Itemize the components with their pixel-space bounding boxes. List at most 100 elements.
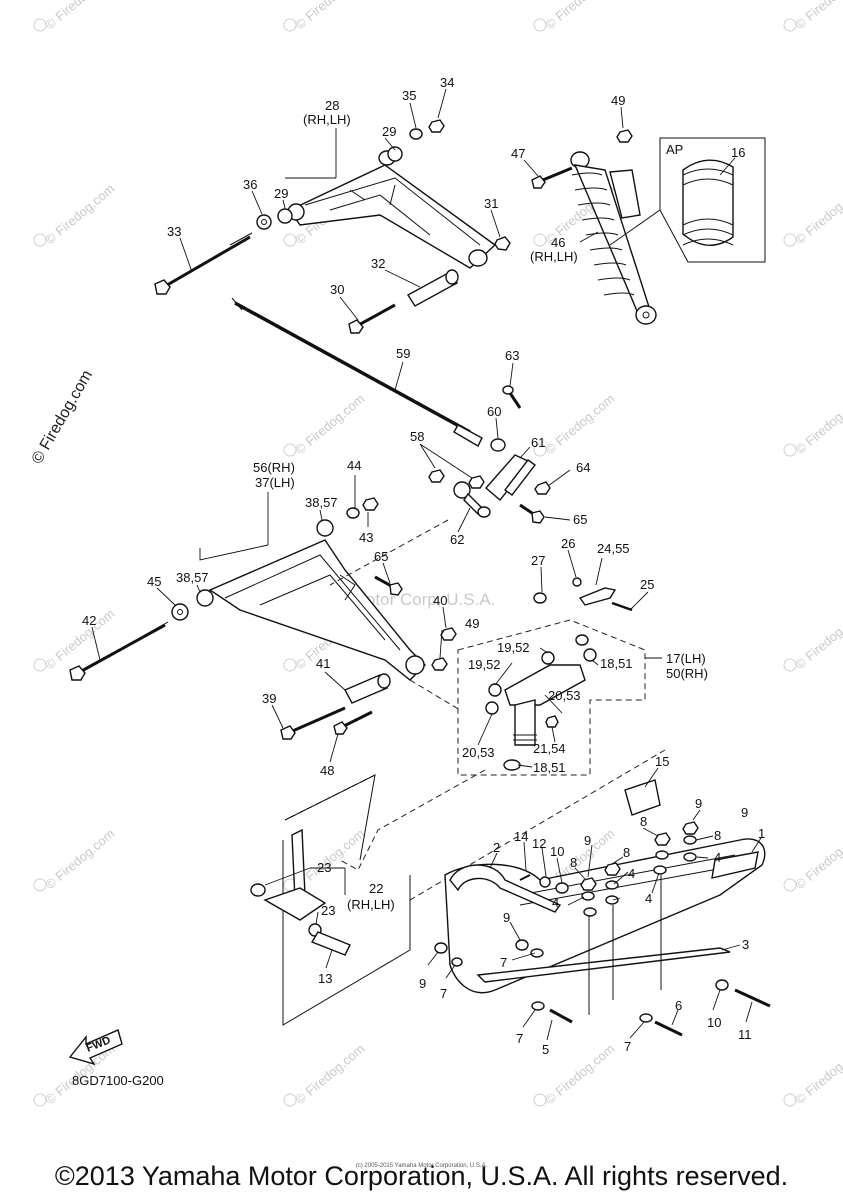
bolt-39 [280,706,346,740]
watermark-site-12: © Firedog.com [33,606,117,672]
nut-49-lower [431,657,448,671]
bolt-65-lower [374,575,403,596]
label-9b: 9 [741,805,748,820]
lower-a-arm [196,519,426,681]
watermark-site-20: © Firedog.com [283,1041,367,1107]
watermark-site-10: © Firedog.com [533,391,617,457]
svg-text:© Firedog.com: © Firedog.com [292,391,367,457]
watermark-site-18: © Firedog.com [783,826,843,892]
label-26: 26 [561,536,575,551]
washer-35 [409,128,423,140]
label-65-top: 65 [573,512,587,527]
label-42: 42 [82,613,96,628]
label-23a: 23 [317,860,331,875]
label-33: 33 [167,224,181,239]
spindle-17-50 [485,634,597,771]
label-45: 45 [147,574,161,589]
label-18-51-lower: 18,51 [533,760,566,775]
label-ap: AP [666,142,683,157]
nut-49-top [616,129,633,143]
label-35: 35 [402,88,416,103]
label-27: 27 [531,553,545,568]
label-23b: 23 [321,903,335,918]
svg-text:© Firedog.com: © Firedog.com [292,1041,367,1107]
label-7b: 7 [440,986,447,1001]
leader-lines [91,88,762,1041]
stopper-15 [624,779,661,816]
svg-text:© Firedog.com: © Firedog.com [792,1041,843,1107]
label-65-lower: 65 [374,549,388,564]
label-12: 12 [532,836,546,851]
label-22: 22 [369,881,383,896]
label-8a: 8 [714,828,721,843]
tie-rod-59 [231,297,483,447]
svg-text:© Firedog.com: © Firedog.com [542,1041,617,1107]
bushing-29-left [277,208,293,224]
nut-58 [428,469,485,489]
label-38-57-top: 38,57 [305,495,338,510]
label-63: 63 [505,348,519,363]
label-rhlh-lower: (RH,LH) [347,897,395,912]
label-56-rh: 56(RH) [253,460,295,475]
label-8c: 8 [570,855,577,870]
label-24-55: 24,55 [597,541,630,556]
watermark-site-9: © Firedog.com [283,391,367,457]
label-29b: 29 [274,186,288,201]
label-18-51-top: 18,51 [600,656,633,671]
bolt-47 [531,166,573,189]
svg-text:© Firedog.com: © Firedog.com [42,0,117,32]
label-rhlh-upper: (RH,LH) [303,112,351,127]
bolt-63 [502,385,522,409]
ski-section-frame [282,774,411,1026]
label-15: 15 [655,754,669,769]
label-34: 34 [440,75,454,90]
watermark-site-11: © Firedog.com [783,391,843,457]
label-5: 5 [542,1042,549,1057]
side-watermark: © Firedog.com [29,367,96,467]
spindle-box [457,619,646,776]
label-7a: 7 [500,955,507,970]
label-44: 44 [347,458,361,473]
label-31: 31 [484,196,498,211]
label-62: 62 [450,532,464,547]
copyright-footer: ©2013 Yamaha Motor Corporation, U.S.A. A… [54,1161,789,1191]
label-41: 41 [316,656,330,671]
label-19-52-top: 19,52 [497,640,530,655]
label-36: 36 [243,177,257,192]
label-4c: 4 [552,895,559,910]
label-29a: 29 [382,124,396,139]
watermark-site-8: © Firedog.com [783,181,843,247]
label-13: 13 [318,971,332,986]
label-30: 30 [330,282,344,297]
label-10a: 10 [550,844,564,859]
label-61: 61 [531,435,545,450]
bolt-48 [333,710,373,735]
label-9e: 9 [419,976,426,991]
label-21-54: 21,54 [533,741,566,756]
washer-45 [171,603,189,621]
label-8d: 8 [623,845,630,860]
nut-64 [534,481,551,495]
label-7d: 7 [624,1039,631,1054]
bolt-65-top [519,503,545,524]
svg-text:© Firedog.com: © Firedog.com [42,826,117,892]
svg-text:© Firedog.com: © Firedog.com [292,0,367,32]
label-64: 64 [576,460,590,475]
callout-labels: 28 (RH,LH) 35 34 29 29 36 33 31 32 30 49… [72,75,765,1088]
bolt-33 [154,232,253,295]
label-14: 14 [514,829,528,844]
label-50-rh: 50(RH) [666,666,708,681]
label-4a: 4 [714,850,721,865]
label-11: 11 [738,1027,752,1042]
label-58: 58 [410,429,424,444]
label-49-lower: 49 [465,616,479,631]
label-8b: 8 [640,814,647,829]
diagram-code: 8GD7100-G200 [72,1073,164,1088]
watermark-site-5: © Firedog.com [33,181,117,247]
label-19-52-lower: 19,52 [468,657,501,672]
watermark-site-14: © Firedog.com [783,606,843,672]
watermark-site-22: © Firedog.com [783,1041,843,1107]
label-59: 59 [396,346,410,361]
ski-column-13 [250,828,351,956]
